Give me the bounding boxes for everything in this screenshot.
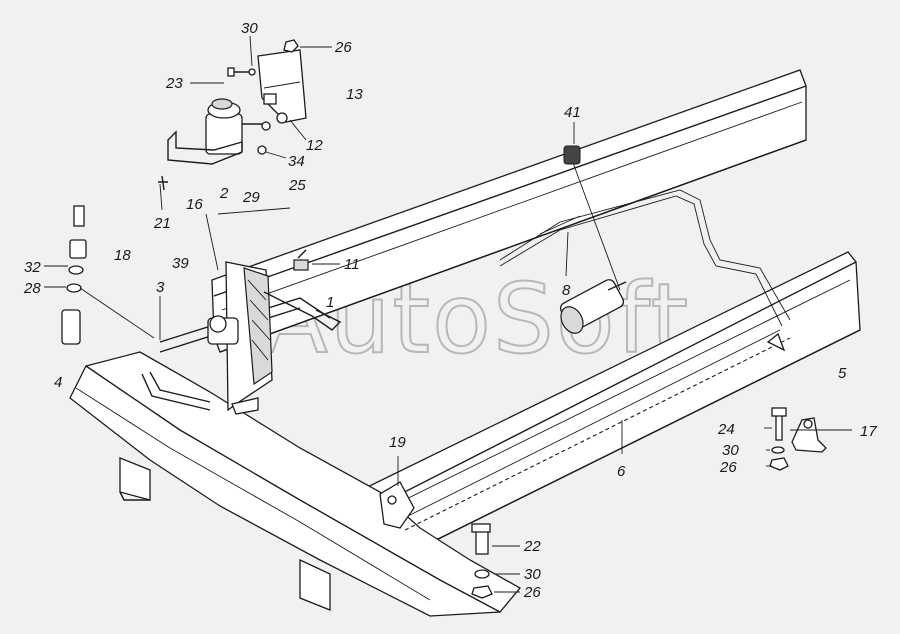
callout-3: 3 (156, 279, 165, 296)
callout-11: 11 (344, 256, 360, 273)
clutch-booster (539, 145, 627, 334)
leader-lines (44, 35, 852, 593)
callout-26-bottom: 26 (523, 584, 541, 601)
callout-39: 39 (172, 255, 189, 272)
callout-16: 16 (186, 196, 203, 213)
callout-12: 12 (306, 137, 323, 154)
callout-26-right: 26 (719, 459, 737, 476)
frame-side-rail (211, 69, 807, 353)
callout-19: 19 (389, 434, 406, 451)
callout-4: 4 (54, 374, 62, 391)
fitting-stack-left (61, 205, 155, 345)
pedal-bracket-assembly (207, 249, 342, 415)
callout-21: 21 (153, 215, 171, 232)
callout-26-top: 26 (334, 39, 352, 56)
front-cross-member (69, 351, 522, 617)
callout-29: 29 (242, 189, 260, 206)
callout-24: 24 (717, 421, 735, 438)
callout-5: 5 (838, 365, 847, 382)
lower-bracket-fasteners (379, 481, 493, 599)
callout-25: 25 (288, 177, 306, 194)
callout-13: 13 (346, 86, 363, 103)
callout-6: 6 (617, 463, 626, 480)
callout-28: 28 (23, 280, 41, 297)
right-bracket-fasteners (766, 332, 827, 471)
callout-8: 8 (562, 282, 571, 299)
callout-17: 17 (860, 423, 877, 440)
callout-18: 18 (114, 247, 131, 264)
callout-41: 41 (564, 104, 581, 121)
callout-30-top: 30 (241, 20, 258, 37)
callout-2: 2 (219, 185, 229, 202)
callout-32: 32 (24, 259, 41, 276)
clutch-reservoir-assembly (158, 39, 307, 191)
callout-34: 34 (288, 153, 305, 170)
callout-1: 1 (326, 294, 334, 311)
callout-30-bottom: 30 (524, 566, 541, 583)
callout-30-right: 30 (722, 442, 739, 459)
callout-labels: 30 26 23 13 12 34 25 21 16 2 29 18 32 28… (23, 20, 877, 601)
callout-23: 23 (165, 75, 183, 92)
callout-22: 22 (523, 538, 541, 555)
